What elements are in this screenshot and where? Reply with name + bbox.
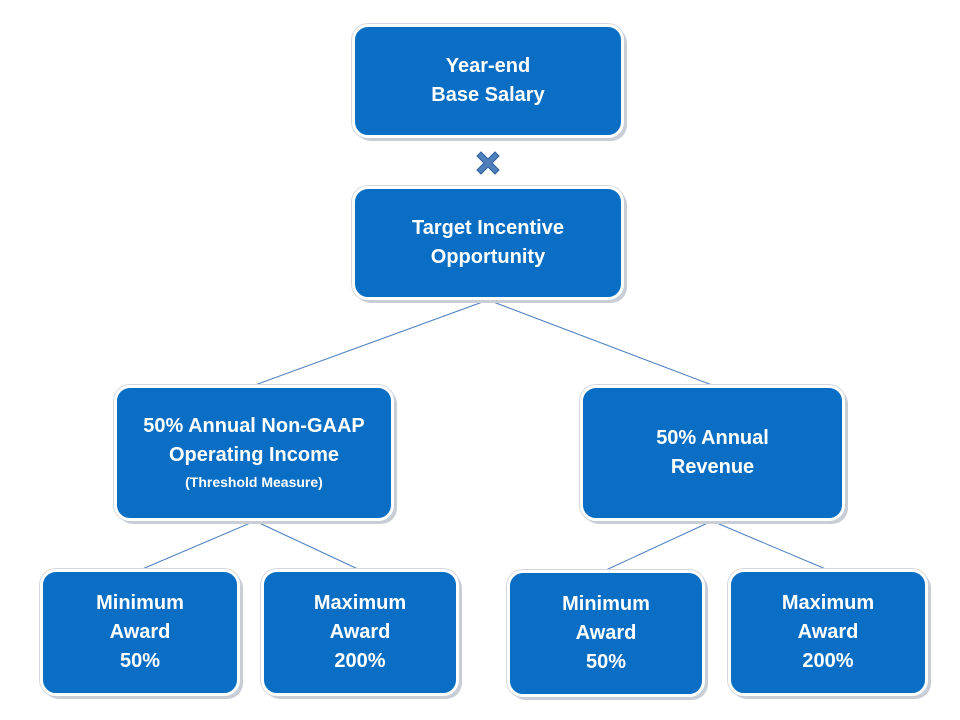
box-line: Target Incentive [412,217,564,239]
box-line: Award [109,621,171,643]
box-line: Minimum [96,592,184,614]
box-line: Award [797,621,859,643]
box-line: Maximum [313,592,407,614]
box-line: 200% [802,650,854,672]
connector-left-maximum [254,520,361,571]
box-line: Operating Income [168,444,340,466]
box-line: Opportunity [430,246,546,268]
multiply-x-icon [476,151,500,175]
box-line: Maximum [781,592,875,614]
connector-right-minimum [605,520,713,571]
annual-revenue-box: 50% Annual Revenue [580,385,845,521]
box-line: 50% [585,651,627,673]
box-line: Award [329,621,391,643]
target-incentive-opportunity-box: Target Incentive Opportunity [352,186,624,300]
left-maximum-award-box: Maximum Award 200% [261,569,459,696]
box-line: Minimum [562,593,650,615]
connector-left-minimum [139,520,256,571]
year-end-base-salary-box: Year-end Base Salary [352,24,624,138]
operating-income-box: 50% Annual Non-GAAP Operating Income (Th… [114,385,394,521]
right-maximum-award-box: Maximum Award 200% [728,569,928,696]
left-minimum-award-box: Minimum Award 50% [40,569,240,696]
box-line: 50% Annual [656,427,769,449]
box-line: Base Salary [431,84,545,106]
box-line: 200% [334,650,386,672]
box-line: Year-end [445,55,531,77]
connector-right-maximum [711,520,829,571]
connector-target-left [254,299,489,386]
connector-target-right [487,299,713,386]
right-minimum-award-box: Minimum Award 50% [507,570,705,697]
threshold-measure-note: (Threshold Measure) [185,474,323,490]
box-line: 50% Annual Non-GAAP [143,415,365,437]
box-line: Revenue [670,456,755,478]
box-line: Award [575,622,637,644]
box-line: 50% [119,650,161,672]
